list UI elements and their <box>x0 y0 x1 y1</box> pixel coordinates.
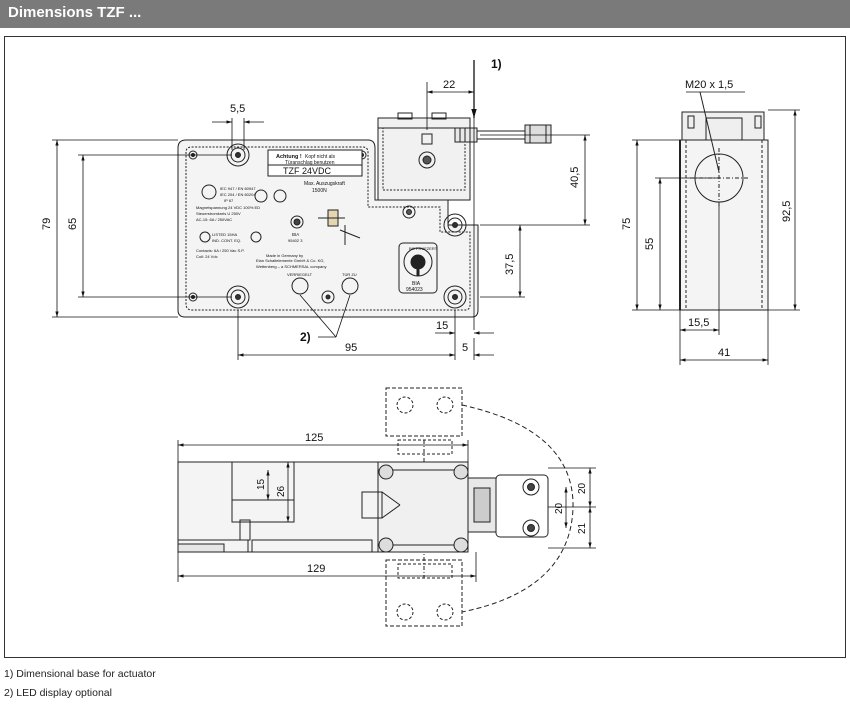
label-made2: Elan Schaltelemente GmbH & Co. KG, <box>256 258 324 263</box>
dim-21: 21 <box>577 522 588 534</box>
front-dim-text: 5,5 79 65 22 40,5 37,5 15 95 5 1) 2) <box>41 57 581 354</box>
label-warn3: Türanschlag benutzen <box>285 160 335 166</box>
dim-95: 95 <box>345 342 357 354</box>
dim-22: 22 <box>443 79 455 91</box>
footnote-actuator-base: 1) Dimensional base for actuator <box>4 668 156 680</box>
label-contacts1: Contacts: 6A / 250 Vac S.P. <box>196 248 245 253</box>
label-warn1: Achtung ! <box>276 154 302 160</box>
label-std3: IP 67 <box>224 198 234 203</box>
side-dim-text: M20 x 1,5 75 55 92,5 15,5 41 <box>621 79 793 359</box>
label-made3: Wettenberg – a SCHMERSAL company <box>256 264 326 269</box>
dim-129: 129 <box>307 563 325 575</box>
label-force1: Max. Auszugskraft <box>304 181 345 187</box>
front-dimensions <box>52 60 590 360</box>
callout-1: 1) <box>491 57 502 71</box>
dim-55: 55 <box>644 238 656 250</box>
label-spec2: Steuerstromkreis U 250V <box>196 211 241 216</box>
footnote-led-display: 2) LED display optional <box>4 687 112 699</box>
label-arc: BG PRÜFZERT <box>409 246 438 251</box>
dim-92-5: 92,5 <box>781 201 793 222</box>
label-made1: Made in Germany by <box>266 253 303 258</box>
dim-26: 26 <box>276 485 287 497</box>
dim-m20: M20 x 1,5 <box>685 79 733 91</box>
label-led2: TÜR ZU <box>342 272 357 277</box>
callout-2: 2) <box>300 330 311 344</box>
dim-40-5: 40,5 <box>569 167 581 188</box>
label-listed2: IND. CONT. EQ. <box>212 238 241 243</box>
label-badge1: BIA <box>412 281 421 287</box>
label-std1: IEC 947 / EN 60947 <box>220 186 256 191</box>
dim-75: 75 <box>621 218 633 230</box>
label-spec3: AC-15: 6A / 250VAC <box>196 217 232 222</box>
label-led1: VERRIEGELT <box>287 272 313 277</box>
label-model: TZF 24VDC <box>283 166 332 176</box>
top-dimensions <box>177 440 596 582</box>
dim-37-5: 37,5 <box>504 254 516 275</box>
dim-5: 5 <box>462 342 468 354</box>
label-force2: 1500N <box>312 188 327 194</box>
dim-15a: 15 <box>436 320 448 332</box>
dim-20b: 20 <box>554 502 565 514</box>
label-bia2: 95402 3 <box>288 238 303 243</box>
label-contacts2: Coil: 24 Vdc <box>196 254 218 259</box>
dim-15b: 15 <box>256 478 267 490</box>
dim-125: 125 <box>305 432 323 444</box>
label-warn2: Kopf nicht als <box>305 154 336 160</box>
dim-5-5: 5,5 <box>230 103 245 115</box>
page-title: Dimensions TZF ... <box>8 4 142 21</box>
side-dimensions <box>632 91 800 365</box>
dim-65: 65 <box>67 218 79 230</box>
label-spec1: Magnetspannung 24 VDC 100% ED <box>196 205 260 210</box>
dim-79: 79 <box>41 218 53 230</box>
dim-20a: 20 <box>577 482 588 494</box>
dim-15-5: 15,5 <box>688 317 709 329</box>
side-view <box>679 91 769 311</box>
label-std2: IEC 204 / EN 60204 <box>220 192 256 197</box>
page-header: Dimensions TZF ... <box>0 0 850 28</box>
front-view <box>177 112 552 318</box>
top-dim-text: 125 129 15 26 20 20 21 <box>256 432 588 575</box>
top-view <box>177 387 574 627</box>
dim-41: 41 <box>718 347 730 359</box>
label-bia1: BIA <box>292 232 299 237</box>
drawing-frame <box>4 36 846 658</box>
label-listed1: LISTED 15HA <box>212 232 237 237</box>
label-texts: Achtung ! Kopf nicht als Türanschlag ben… <box>196 154 438 293</box>
label-badge2: 954023 <box>406 287 423 293</box>
